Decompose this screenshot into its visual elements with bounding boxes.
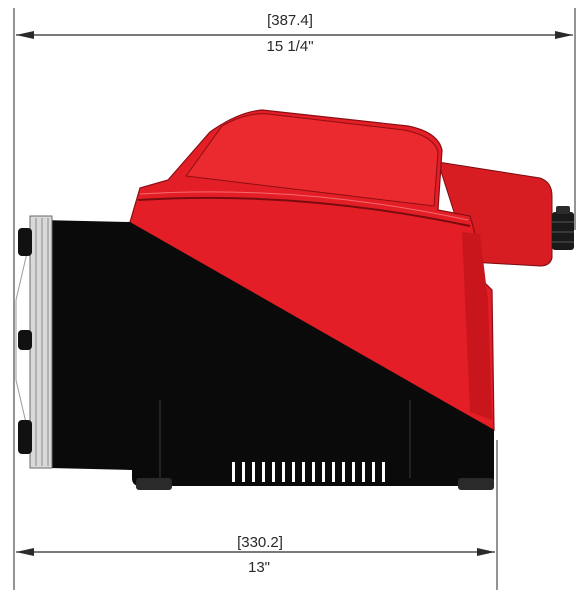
front-knobs <box>18 228 32 454</box>
lid-ridge-highlight <box>139 191 469 221</box>
base-width-metric: [330.2] <box>215 534 305 551</box>
body-seams <box>159 400 411 478</box>
heat-sink-fins <box>232 462 385 482</box>
cable-connector <box>552 206 574 250</box>
pump-head-plate <box>15 215 53 469</box>
overall-width-metric: [387.4] <box>245 12 335 29</box>
black-body <box>40 220 494 486</box>
bottom-dimension-line <box>16 548 495 556</box>
lid-panel <box>185 113 439 207</box>
overall-width-imperial: 15 1/4" <box>240 38 340 55</box>
rear-foot <box>458 478 494 490</box>
front-foot <box>136 478 172 490</box>
top-dimension-line <box>16 31 573 39</box>
lid-ridge <box>137 196 471 227</box>
extension-lines <box>13 8 576 590</box>
base-width-imperial: 13" <box>225 559 293 576</box>
side-panel <box>462 232 492 420</box>
